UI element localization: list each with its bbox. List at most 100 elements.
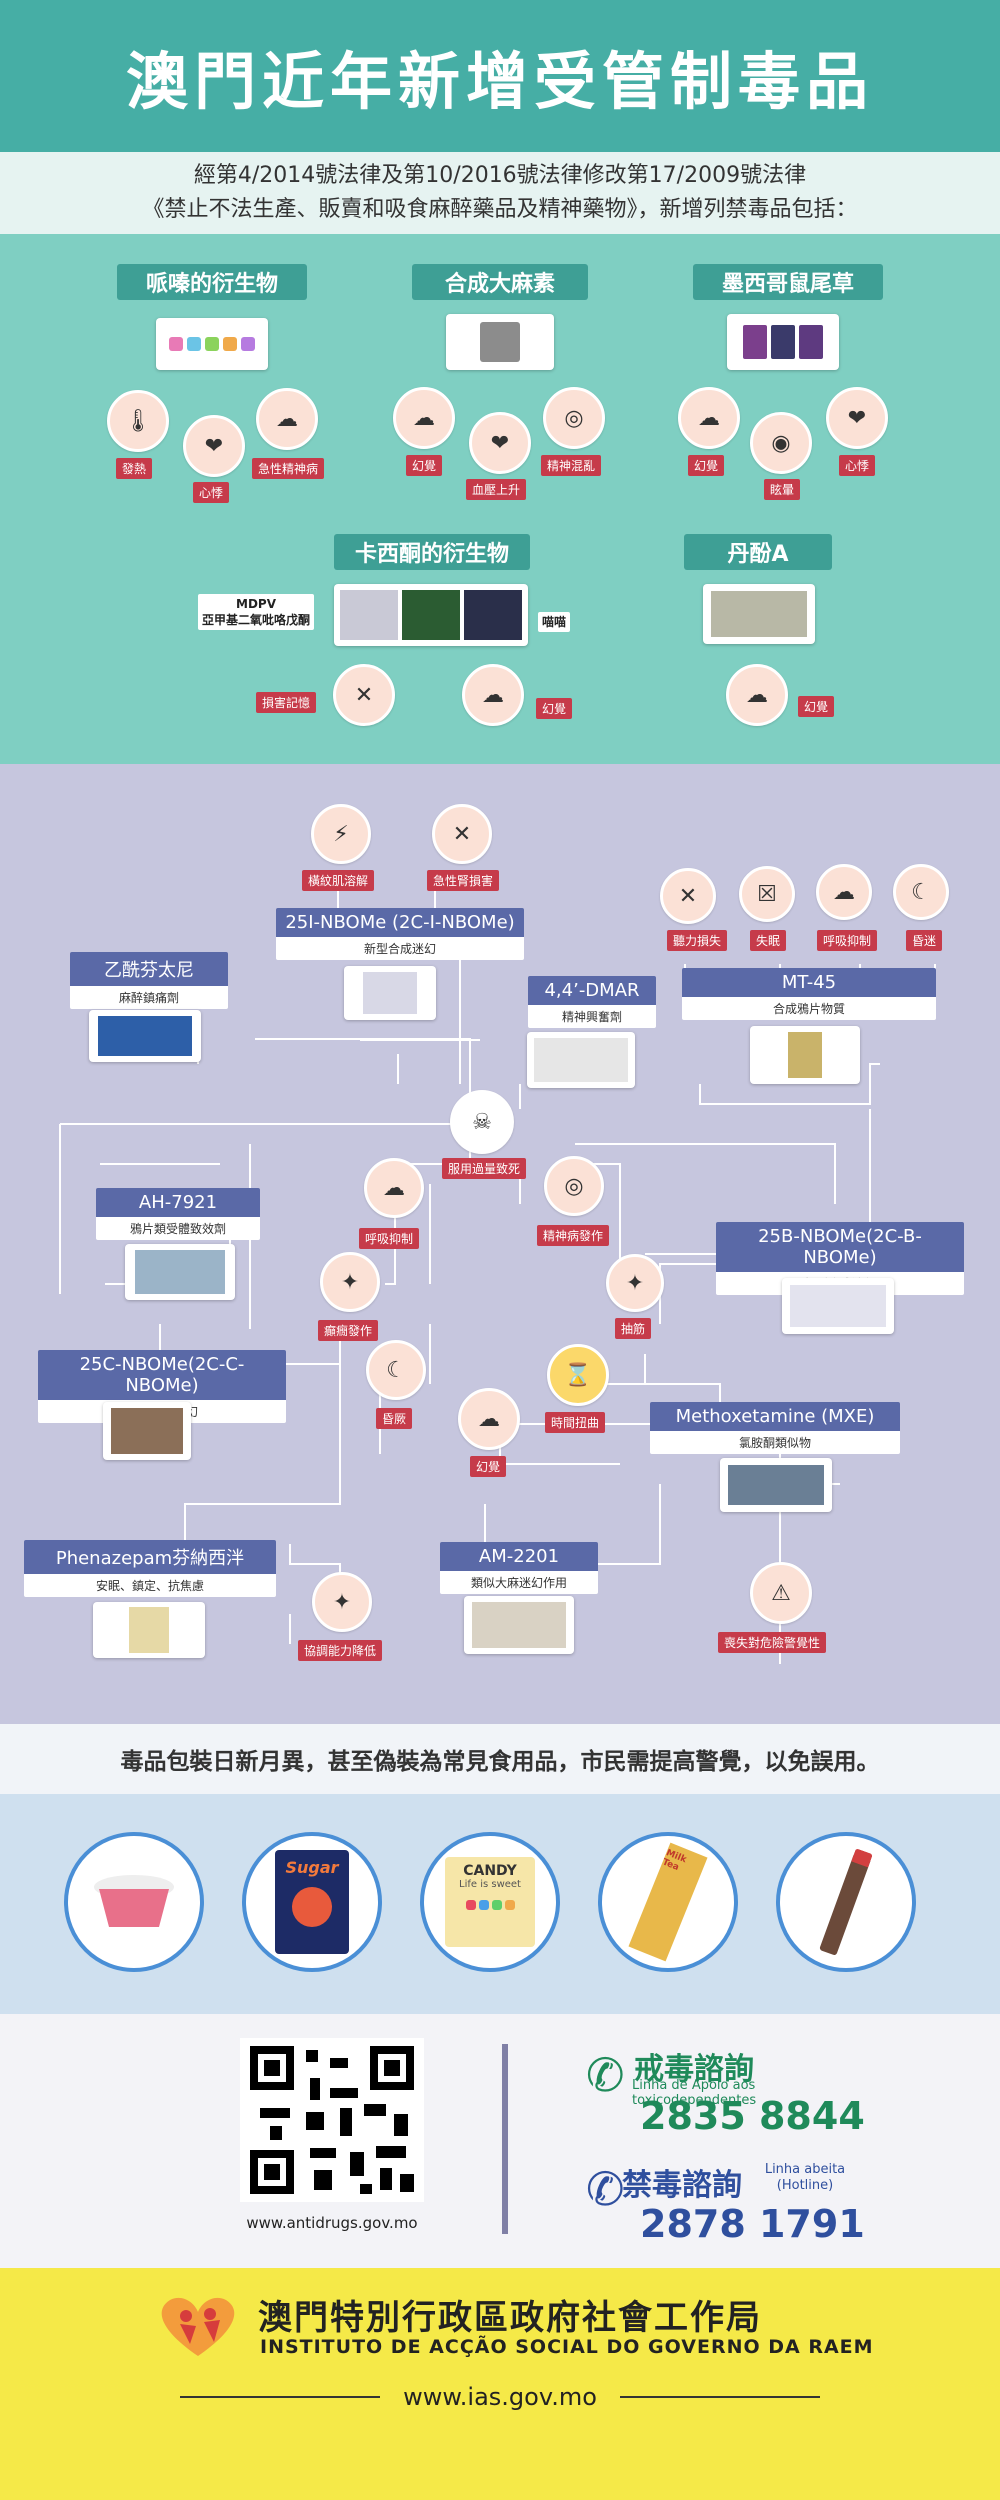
drug-25b-name: 25B-NBOMe(2C-B-NBOMe) bbox=[716, 1222, 964, 1272]
effect-hallucination-2: 幻覺 bbox=[406, 455, 443, 476]
drug-mxe-name: Methoxetamine (MXE) bbox=[650, 1402, 900, 1431]
consult-number-1[interactable]: 2835 8844 bbox=[640, 2094, 865, 2138]
heart-palpitation-icon: ❤ bbox=[183, 415, 245, 477]
drug-25i-name: 25I-NBOMe (2C-I-NBOMe) bbox=[276, 908, 524, 937]
sugar-bag-icon: Sugar bbox=[275, 1850, 349, 1954]
intro-line-2: 《禁止不法生產、販賣和吸食麻醉藥品及精神藥物》，新增列禁毒品包括： bbox=[142, 197, 858, 222]
drug-synthetic-cannabinoid-label: 合成大麻素 bbox=[412, 264, 588, 300]
vial-package bbox=[776, 1832, 916, 1972]
sugar-label: Sugar bbox=[285, 1858, 339, 1877]
org-name-cn: 澳門特別行政區政府社會工作局 bbox=[258, 2298, 762, 2338]
ias-logo bbox=[150, 2290, 246, 2362]
effect-seizure: 癲癇發作 bbox=[318, 1320, 379, 1341]
drug-25i-desc: 新型合成迷幻 bbox=[276, 937, 524, 960]
consult-title-2: 禁毒諮詢 bbox=[622, 2168, 742, 2203]
hallucination-head-icon: ☁ bbox=[393, 387, 455, 449]
cramp-icon: ✦ bbox=[606, 1254, 664, 1312]
drug-mt45-photo bbox=[750, 1026, 860, 1084]
mdpv-name: MDPV bbox=[236, 597, 276, 611]
qr-code-icon bbox=[250, 2046, 414, 2194]
effect-confusion: 精神混亂 bbox=[541, 455, 602, 476]
car-crash-icon: ⚠ bbox=[750, 1562, 812, 1624]
meow-note: 喵喵 bbox=[538, 612, 571, 632]
header-banner: 澳門近年新增受管制毒品 bbox=[0, 0, 1000, 152]
drug-am2201-name: AM-2201 bbox=[440, 1542, 598, 1571]
sugar-package: Sugar bbox=[242, 1832, 382, 1972]
effect-hallucination-4: 幻覺 bbox=[536, 698, 573, 719]
drug-phenazepam-name: Phenazepam芬納西泮 bbox=[24, 1540, 276, 1574]
drug-mt45: MT-45 合成鴉片物質 bbox=[682, 968, 936, 1020]
drug-am2201-desc: 類似大麻迷幻作用 bbox=[440, 1571, 598, 1594]
effect-hearing-loss: 聽力損失 bbox=[667, 930, 728, 951]
tea-label: Milk Tea bbox=[660, 1848, 688, 1874]
effect-hallucination-5: 幻覺 bbox=[798, 696, 835, 717]
ias-logo-icon bbox=[161, 2297, 235, 2356]
drug-dmar-desc: 精神興奮劑 bbox=[528, 1005, 656, 1028]
drug-dmar: 4,4’-DMAR 精神興奮劑 bbox=[528, 976, 656, 1028]
consult-number-2[interactable]: 2878 1791 bbox=[640, 2202, 865, 2246]
drug-25b-nbome: 25B-NBOMe(2C-B-NBOMe) 新型合成迷幻 bbox=[716, 1222, 964, 1295]
effect-coma: 昏迷 bbox=[906, 930, 943, 951]
drug-25i-nbome: 25I-NBOMe (2C-I-NBOMe) 新型合成迷幻 bbox=[276, 908, 524, 960]
drug-am2201-photo bbox=[464, 1596, 574, 1654]
consult-sub-1: Linha de Apoio aos toxicodependentes bbox=[632, 2078, 757, 2108]
skull-icon: ☠ bbox=[450, 1090, 514, 1154]
consult-title-1: 戒毒諮詢 bbox=[634, 2052, 754, 2087]
coma-icon: ☾ bbox=[893, 864, 949, 920]
effect-hallucination-net: 幻覺 bbox=[470, 1456, 507, 1477]
drug-ah7921-desc: 鴉片類受體致效劑 bbox=[96, 1217, 260, 1240]
fever-icon: 🌡 bbox=[107, 390, 169, 452]
consult-sub-2: Linha abeita (Hotline) bbox=[764, 2162, 846, 2193]
org-name-pt: INSTITUTO DE ACÇÃO SOCIAL DO GOVERNO DA … bbox=[260, 2336, 874, 2358]
time-distortion-icon: ⌛ bbox=[547, 1344, 609, 1406]
hearing-loss-icon: ✕ bbox=[660, 868, 716, 924]
phone-icon-blue: ✆ bbox=[586, 2162, 625, 2216]
drug-acetylfentanyl-photo bbox=[89, 1010, 201, 1062]
mdpv-fullname: 亞甲基二氧吡咯戊酮 bbox=[202, 613, 311, 627]
qr-code[interactable] bbox=[240, 2038, 424, 2202]
effect-acute-psychosis: 急性精神病 bbox=[252, 458, 325, 479]
fainting-icon: ☾ bbox=[366, 1340, 426, 1400]
drug-phenazepam-desc: 安眠、鎮定、抗焦慮 bbox=[24, 1574, 276, 1597]
drug-25c-name: 25C-NBOMe(2C-C-NBOMe) bbox=[38, 1350, 286, 1400]
drug-acetylfentanyl-desc: 麻醉鎮痛劑 bbox=[70, 986, 228, 1009]
drug-dmar-photo bbox=[527, 1032, 635, 1088]
blood-pressure-icon: ❤ bbox=[469, 412, 531, 474]
hallucination-head-icon-5: ☁ bbox=[726, 664, 788, 726]
effect-fever: 發熱 bbox=[116, 458, 153, 479]
ias-website[interactable]: www.ias.gov.mo bbox=[380, 2380, 620, 2414]
effect-dizziness: 眩暈 bbox=[764, 479, 801, 500]
page-title: 澳門近年新增受管制毒品 bbox=[125, 45, 874, 118]
effect-cramp: 抽筋 bbox=[615, 1318, 652, 1339]
drug-piperazine-label: 哌嗪的衍生物 bbox=[117, 264, 307, 300]
drug-mt45-desc: 合成鴉片物質 bbox=[682, 997, 936, 1020]
hallucination-icon-net: ☁ bbox=[458, 1388, 520, 1450]
heart-palpitation-icon-3: ❤ bbox=[826, 387, 888, 449]
respiratory-depression-icon: ☁ bbox=[816, 864, 872, 920]
effect-insomnia: 失眠 bbox=[750, 930, 787, 951]
drug-mxe-photo bbox=[720, 1458, 832, 1512]
drug-mxe: Methoxetamine (MXE) 氯胺酮類似物 bbox=[650, 1402, 900, 1454]
jelly-package bbox=[64, 1832, 204, 1972]
milk-tea-package: Milk Tea bbox=[598, 1832, 738, 1972]
effect-palpitation: 心悸 bbox=[193, 482, 230, 503]
warning-bar: 毒品包裝日新月異，甚至偽裝為常見食用品，市民需提高警覺，以免誤用。 bbox=[0, 1724, 1000, 1794]
effect-fatal-overdose: 服用過量致死 bbox=[442, 1158, 527, 1179]
drug-25i-photo bbox=[344, 966, 436, 1020]
seizure-icon: ✦ bbox=[320, 1252, 380, 1312]
hallucination-head-icon-3: ☁ bbox=[678, 387, 740, 449]
candy-sub: Life is sweet bbox=[459, 1879, 521, 1890]
vial-icon bbox=[819, 1848, 873, 1956]
intro-line-1: 經第4/2014號法律及第10/2016號法律修改第17/2009號法律 bbox=[193, 163, 807, 188]
drug-acetylfentanyl: 乙酰芬太尼 麻醉鎮痛劑 bbox=[70, 952, 228, 1009]
drug-salvia-photo bbox=[727, 314, 839, 370]
effect-coordination: 協調能力降低 bbox=[298, 1640, 383, 1661]
drug-phenazepam: Phenazepam芬納西泮 安眠、鎮定、抗焦慮 bbox=[24, 1540, 276, 1597]
kidney-icon: ✕ bbox=[432, 804, 492, 864]
drug-dmar-name: 4,4’-DMAR bbox=[528, 976, 656, 1005]
divider bbox=[502, 2044, 508, 2234]
website-link[interactable]: www.antidrugs.gov.mo bbox=[246, 2214, 418, 2232]
effect-fainting: 昏厥 bbox=[376, 1408, 413, 1429]
effect-kidney-damage: 急性腎損害 bbox=[427, 870, 500, 891]
drug-am2201: AM-2201 類似大麻迷幻作用 bbox=[440, 1542, 598, 1594]
